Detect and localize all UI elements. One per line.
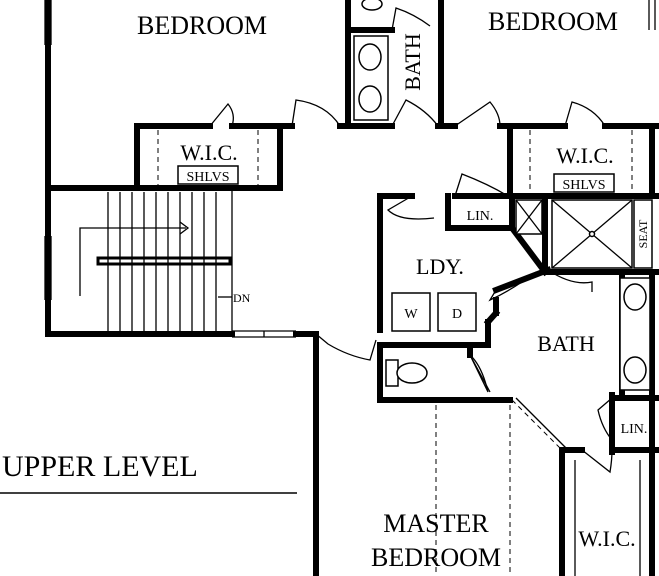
door-master-bath — [488, 271, 537, 302]
shower-seat — [633, 199, 653, 269]
plan-title: UPPER LEVEL — [2, 450, 198, 483]
label-shower-seat: SEAT — [636, 219, 650, 248]
toilet-tank — [385, 359, 399, 387]
doors — [209, 7, 613, 474]
walls — [45, 0, 659, 576]
door-linen-lower — [597, 397, 613, 441]
interior-details — [157, 0, 653, 576]
door-bedroom-right — [454, 101, 501, 127]
door-wic-right — [564, 101, 606, 127]
door-laundry — [386, 195, 435, 220]
hatch — [515, 199, 543, 235]
wall-segment — [507, 223, 550, 277]
door-bedroom-left — [291, 99, 341, 127]
door-shower — [547, 269, 593, 292]
label-master-line1: MASTER — [383, 509, 489, 538]
stair-arrow-line — [79, 227, 186, 296]
door-bath-top — [391, 99, 439, 127]
door-master-wic — [581, 449, 613, 474]
label-laundry: LDY. — [416, 254, 464, 279]
label-shelves-left: SHLVS — [186, 170, 229, 185]
shelves-box-right — [553, 173, 615, 193]
label-stair-dn: DN — [233, 291, 251, 305]
windows — [44, 0, 656, 338]
label-dryer: D — [452, 307, 462, 322]
label-master-line2: BEDROOM — [371, 543, 501, 572]
door-wic-left — [209, 102, 234, 127]
sink — [623, 356, 647, 384]
label-washer: W — [404, 307, 418, 322]
label-bath-master: BATH — [537, 331, 595, 356]
sink — [623, 283, 647, 311]
angled-partition — [511, 399, 561, 449]
shower-drain — [588, 230, 596, 238]
labels: BEDROOM BEDROOM BATH W.I.C. SHLVS W.I.C.… — [0, 7, 650, 572]
label-bedroom-right: BEDROOM — [488, 7, 618, 36]
door-master-bedroom — [315, 333, 377, 361]
door-top-bath-inner — [391, 7, 431, 31]
sink — [358, 43, 382, 71]
angled-wall — [469, 354, 491, 393]
label-bath-top: BATH — [400, 33, 425, 91]
toilet-bowl — [396, 362, 428, 384]
dryer — [437, 292, 477, 332]
label-bedroom-left: BEDROOM — [137, 11, 267, 40]
sink — [358, 85, 382, 113]
label-linen-upper: LIN. — [467, 209, 494, 224]
washer — [391, 292, 431, 332]
label-wic-master: W.I.C. — [578, 526, 635, 551]
label-wic-right: W.I.C. — [556, 143, 613, 168]
shelves-box-left — [177, 165, 239, 185]
angled-partition — [515, 397, 567, 449]
wall-segment — [492, 266, 552, 294]
door-toilet — [469, 354, 489, 393]
staircase — [79, 190, 233, 332]
label-linen-lower: LIN. — [621, 422, 648, 437]
label-wic-left: W.I.C. — [180, 140, 237, 165]
label-shelves-right: SHLVS — [562, 178, 605, 193]
fixture — [361, 0, 383, 11]
stair-landing-rail — [96, 256, 232, 266]
door-linen-upper — [454, 173, 509, 197]
stair-arrow-head — [179, 221, 190, 235]
